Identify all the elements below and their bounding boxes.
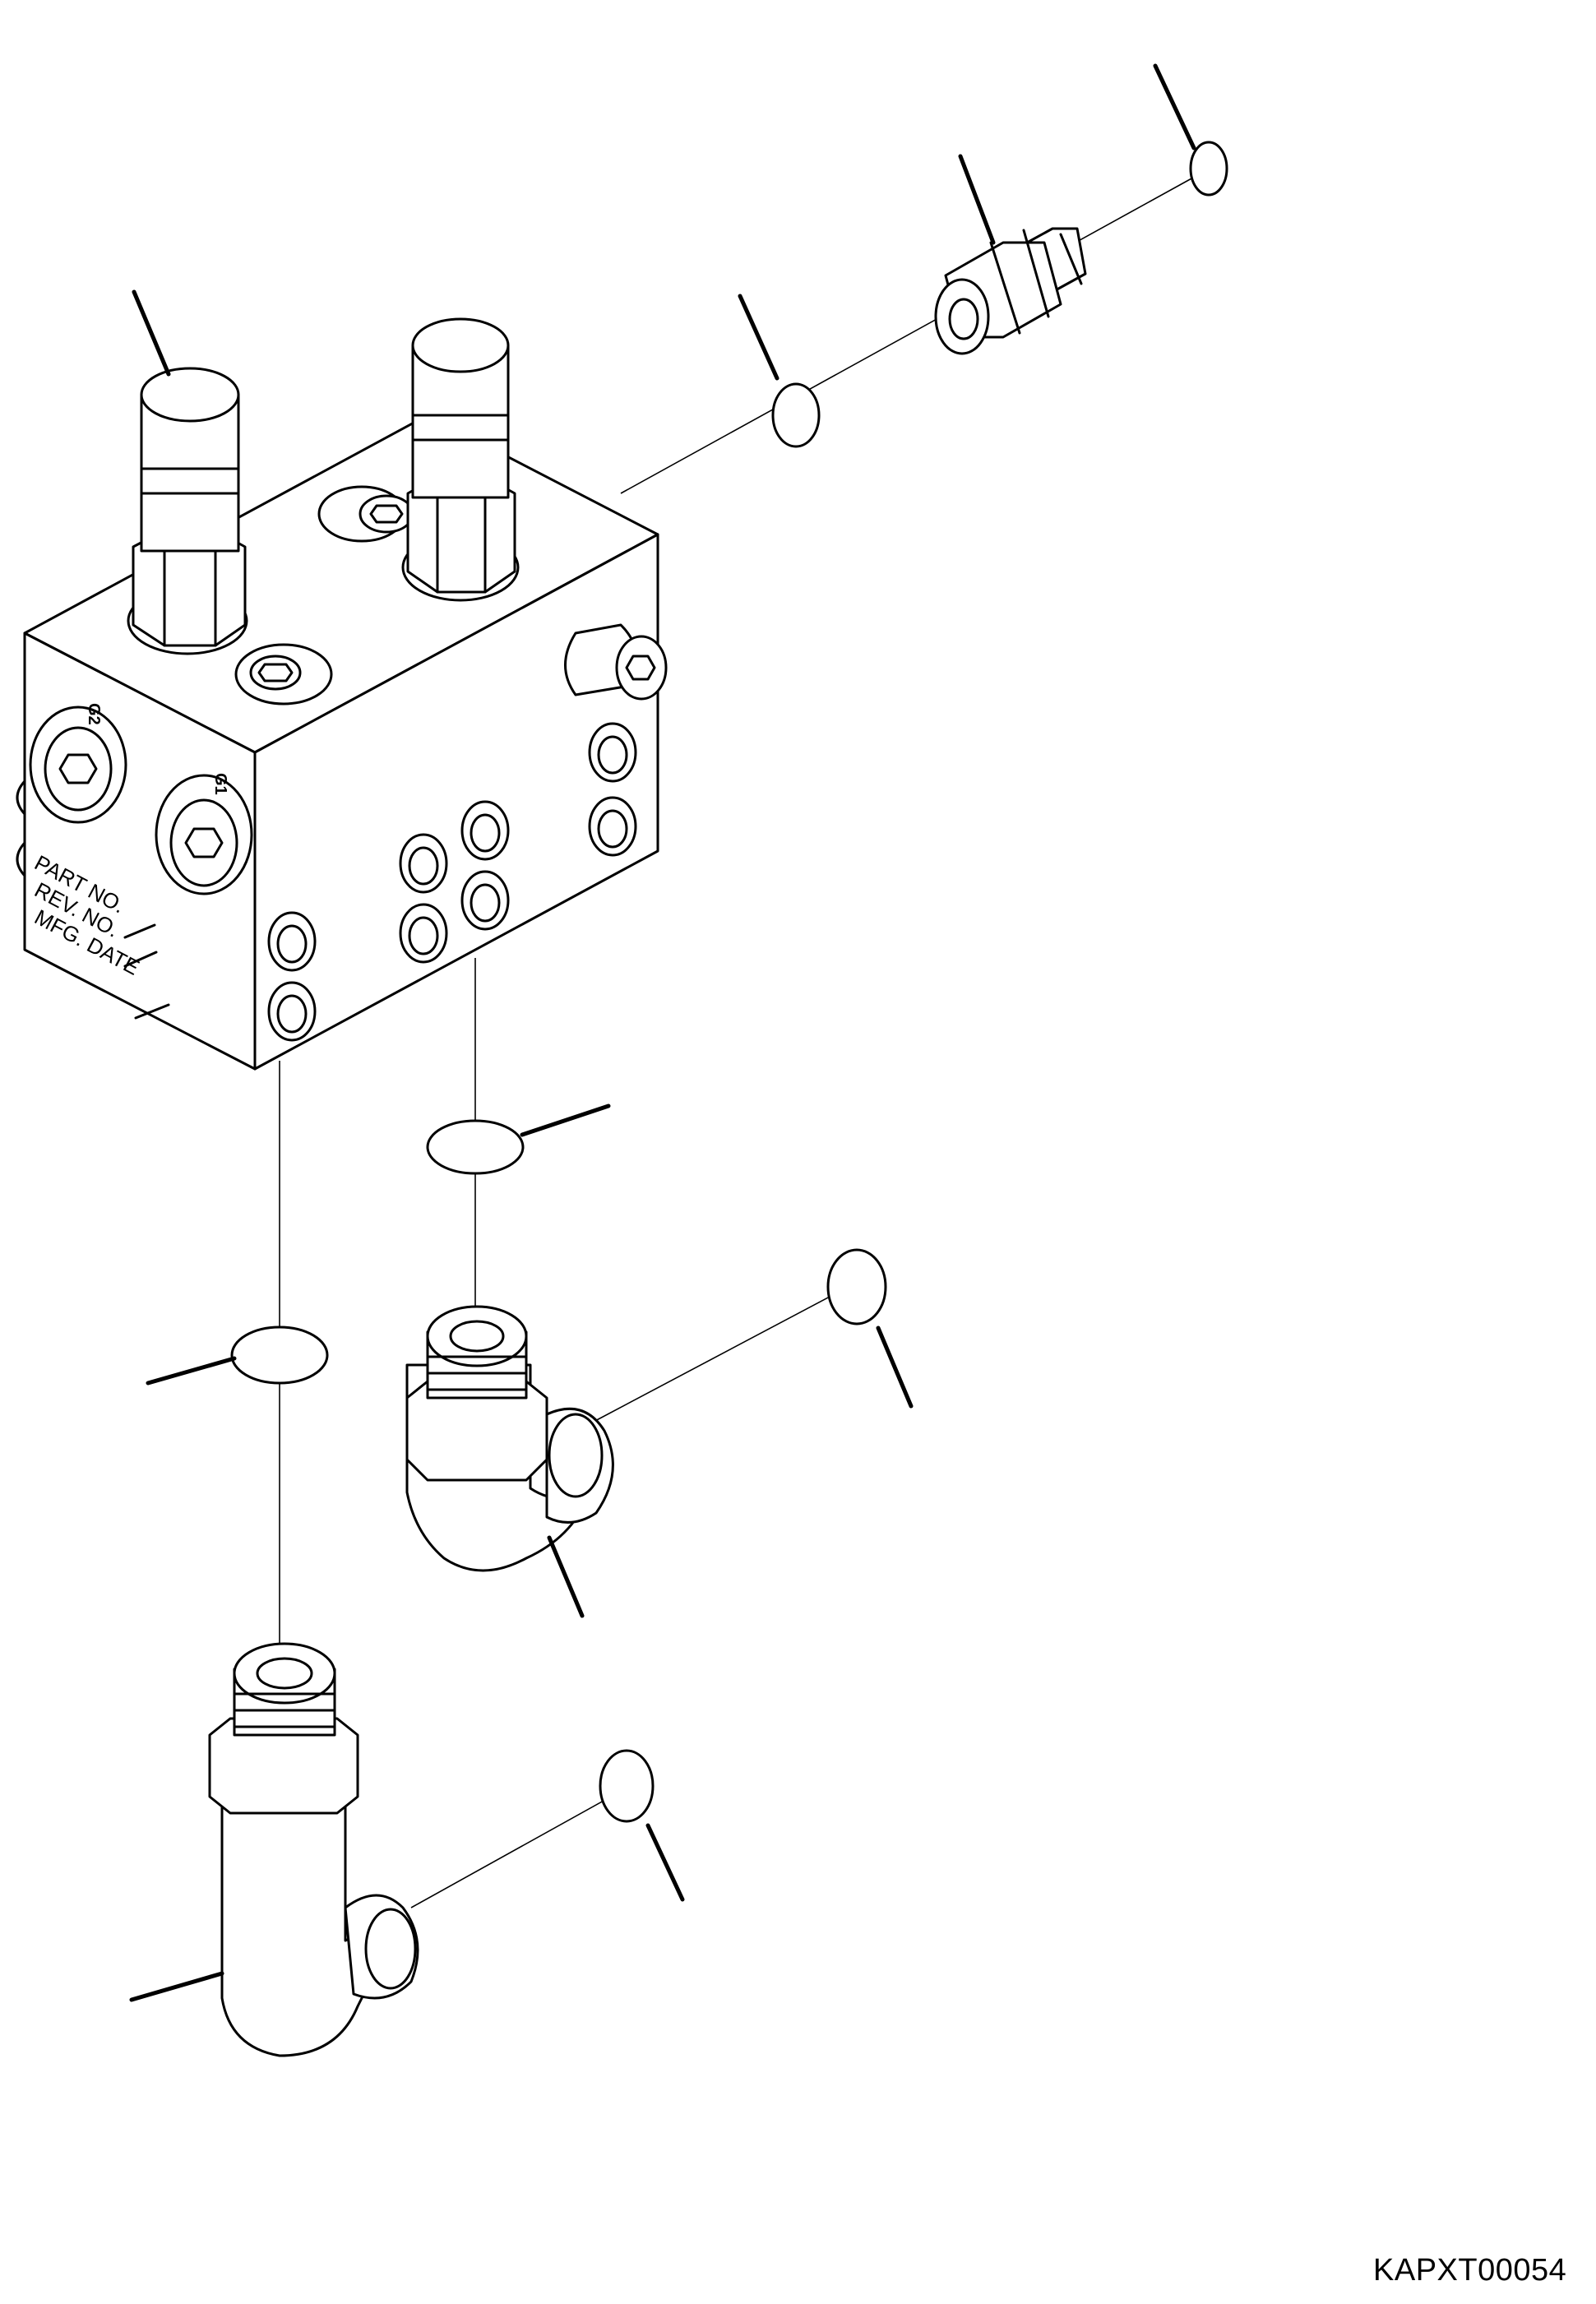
port-label-g2: G2: [85, 703, 103, 725]
o-rings: [230, 141, 1228, 1823]
port-label-g1: G1: [211, 773, 229, 795]
gauge-port-g2: [29, 706, 127, 824]
socket-plug-top-1: [234, 643, 333, 706]
socket-plug-side-large: [564, 623, 668, 701]
small-port-plugs: [267, 722, 637, 1042]
gauge-port-g1: [155, 774, 253, 895]
straight-adapter-fitting: [934, 227, 1087, 355]
o-ring-top-mid: [771, 382, 821, 448]
o-ring-bottom: [599, 1749, 655, 1823]
socket-plug-top-2: [317, 485, 414, 543]
leader-lines: [129, 63, 1196, 2002]
elbow-fitting-bottom: [208, 1642, 419, 2057]
valve-block: G2 G1 PART NO. REV. NO. MFG. DATE: [16, 414, 668, 1071]
cartridge-valve-right: [401, 317, 520, 602]
drawing-reference-id: KAPXT00054: [1373, 2253, 1567, 2288]
o-ring-left: [230, 1325, 329, 1385]
elbow-fitting-middle: [405, 1305, 614, 1572]
cartridge-valve-left: [127, 367, 248, 655]
o-ring-top-small: [1189, 141, 1228, 197]
o-ring-center: [426, 1119, 525, 1175]
o-ring-right: [826, 1248, 887, 1325]
